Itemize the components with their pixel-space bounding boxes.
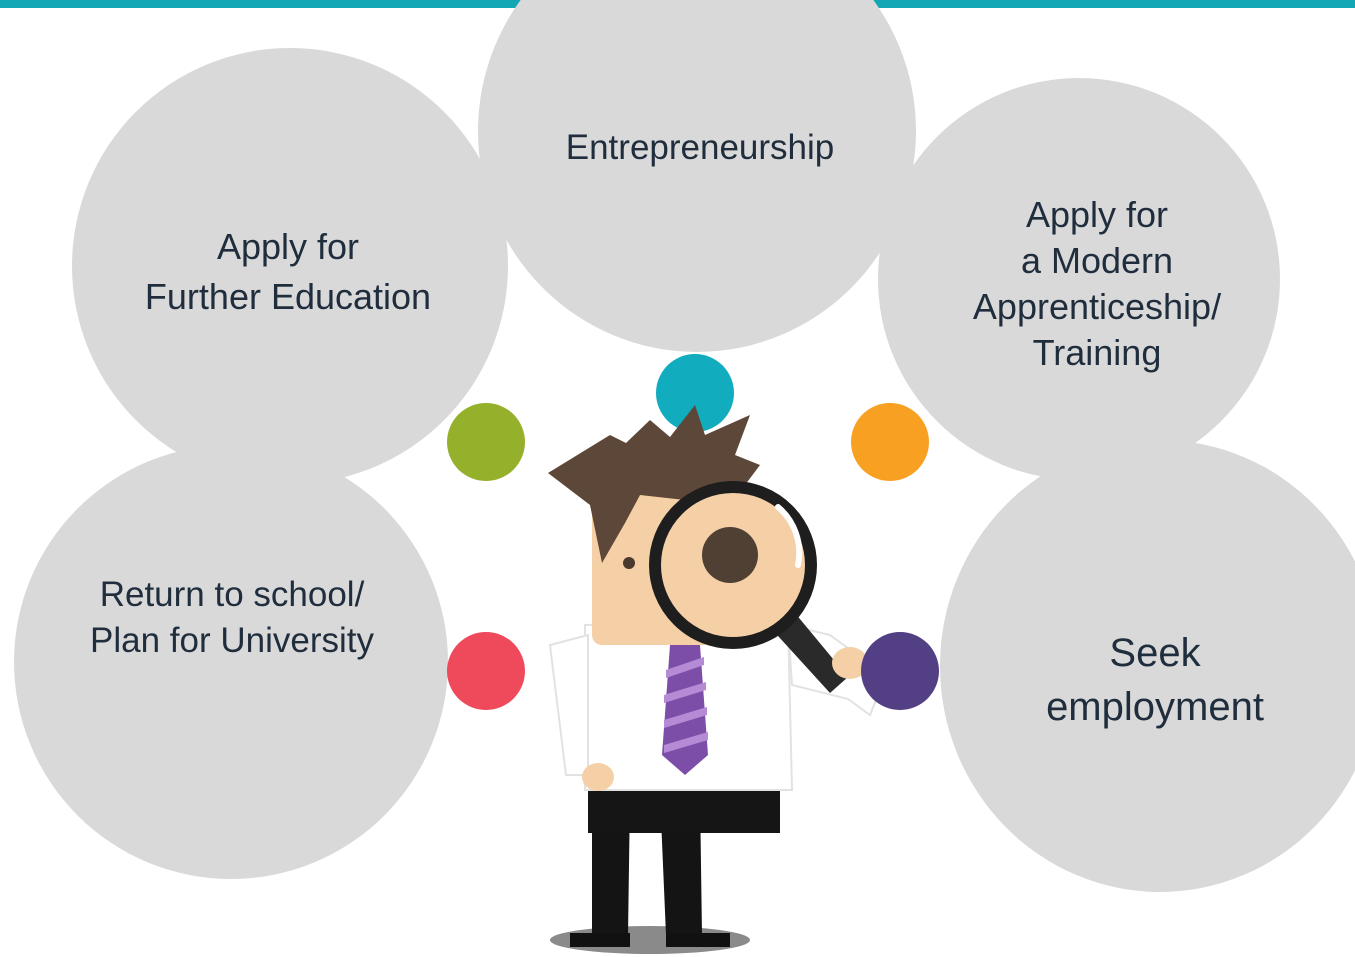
left-arm-icon xyxy=(548,633,589,776)
dot-further-education xyxy=(447,403,525,481)
magnified-eye-icon xyxy=(702,527,758,583)
hair-icon xyxy=(548,405,760,563)
label-return-to-school: Return to school/ Plan for University xyxy=(90,575,374,660)
magnifier-handle-icon xyxy=(768,607,848,693)
label-modern-apprenticeship: Apply for a Modern Apprenticeship/ Train… xyxy=(972,194,1222,373)
lens-glare-icon xyxy=(775,504,803,568)
left-hand-icon xyxy=(582,763,614,791)
label-further-education: Apply for Further Education xyxy=(144,226,432,317)
bubble-modern-apprenticeship xyxy=(878,78,1280,480)
label-entrepreneurship: Entrepreneurship xyxy=(565,128,835,167)
label-seek-employment: Seek employment xyxy=(1046,631,1264,729)
bubble-entrepreneurship xyxy=(478,0,916,352)
businessman-with-magnifying-glass-icon xyxy=(548,405,882,954)
bubble-further-education xyxy=(72,48,508,484)
right-hand-icon xyxy=(832,647,868,679)
pants-icon xyxy=(588,785,780,833)
dot-return-to-school xyxy=(447,632,525,710)
dot-seek-employment xyxy=(861,632,939,710)
bubble-return-to-school xyxy=(14,445,448,879)
dot-modern-apprenticeship xyxy=(851,403,929,481)
eye-icon xyxy=(623,557,635,569)
bubble-seek-employment xyxy=(940,440,1355,892)
shoes-icon xyxy=(570,933,730,947)
